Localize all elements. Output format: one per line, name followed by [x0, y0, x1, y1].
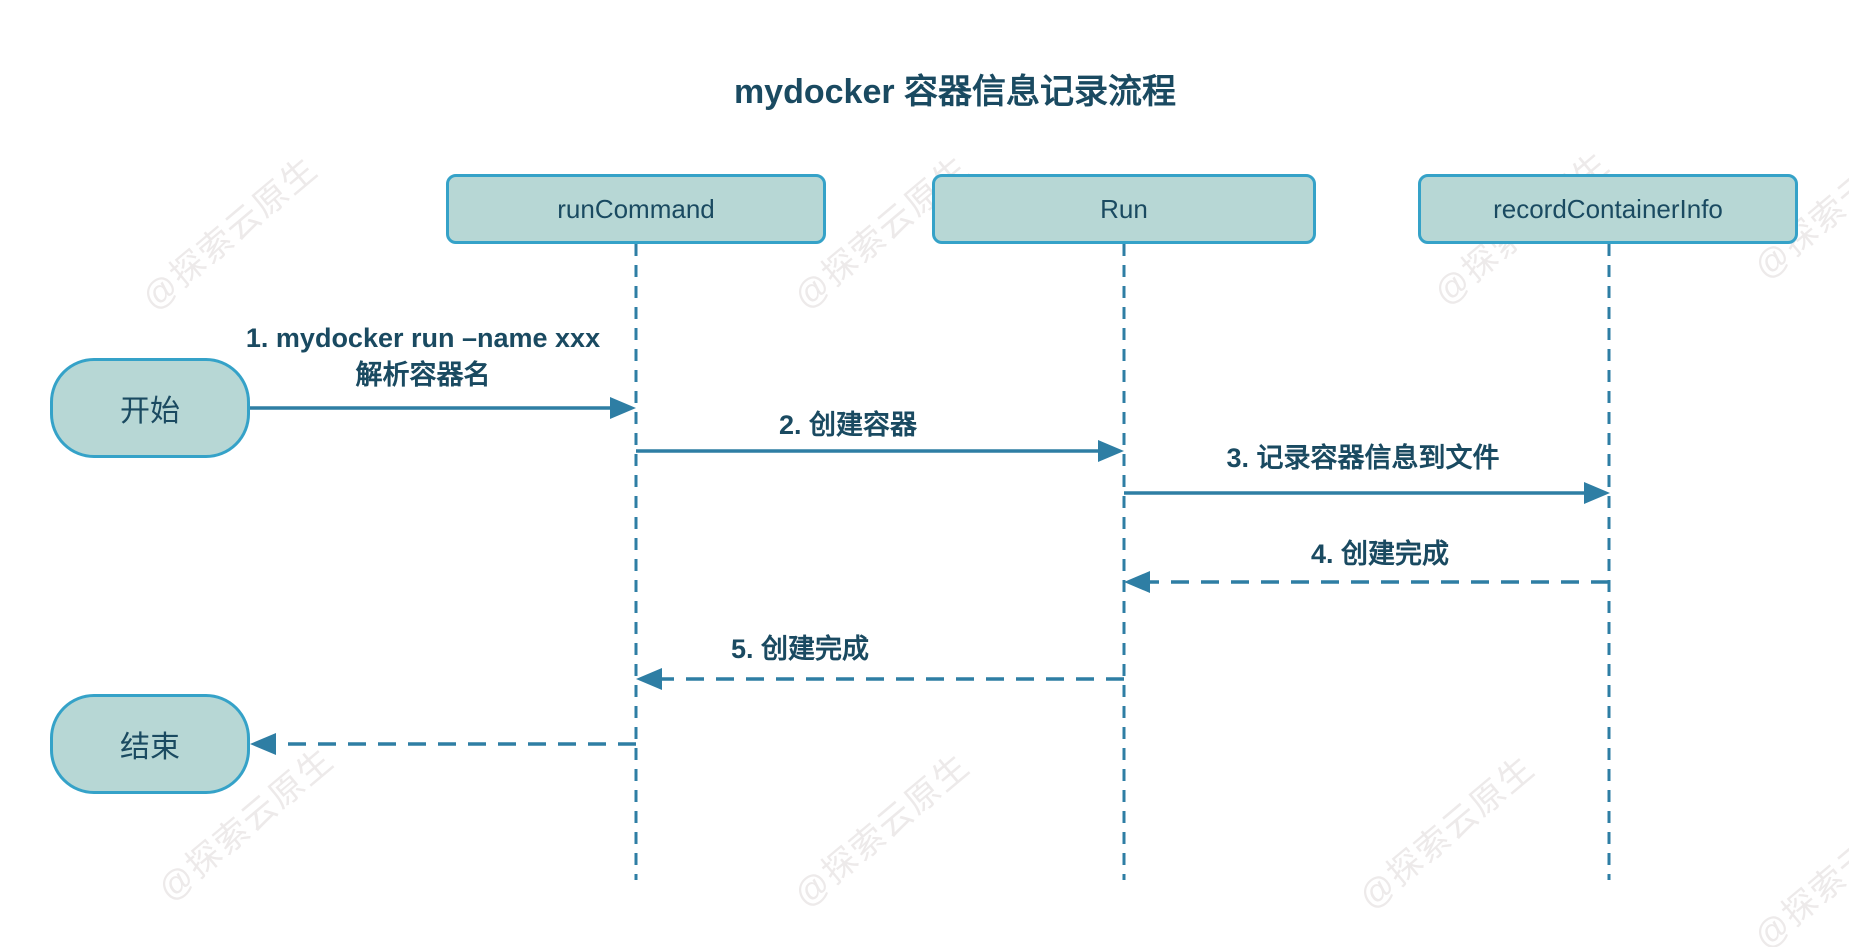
end-node-label: 结束	[120, 731, 180, 764]
actor-recordcontainerinfo: recordContainerInfo	[1418, 174, 1798, 244]
end-node: 结束	[50, 694, 250, 794]
message-1-arrowhead	[610, 397, 636, 419]
actor-runcommand-label: runCommand	[557, 193, 715, 224]
actor-run: Run	[932, 174, 1316, 244]
message-1-label: 1. mydocker run –name xxx 解析容器名	[246, 320, 600, 394]
message-4-label: 4. 创建完成	[1310, 539, 1450, 569]
message-5-label: 5. 创建完成	[730, 634, 870, 664]
message-6-arrowhead	[250, 733, 276, 755]
actor-recordcontainerinfo-label: recordContainerInfo	[1493, 193, 1723, 224]
message-3-arrowhead	[1584, 482, 1610, 504]
message-2-arrowhead	[1098, 440, 1124, 462]
message-3-label: 3. 记录容器信息到文件	[1226, 443, 1500, 473]
start-node: 开始	[50, 358, 250, 458]
message-4-arrowhead	[1124, 571, 1150, 593]
start-node-label: 开始	[120, 395, 180, 428]
message-1-label-line1: 1. mydocker run –name xxx	[245, 323, 601, 353]
actor-runcommand: runCommand	[446, 174, 826, 244]
page-title: mydocker 容器信息记录流程	[733, 73, 1177, 111]
message-5-arrowhead	[636, 668, 662, 690]
message-2-label: 2. 创建容器	[778, 410, 918, 440]
actor-run-label: Run	[1100, 193, 1148, 224]
message-1-label-line2: 解析容器名	[355, 360, 491, 390]
